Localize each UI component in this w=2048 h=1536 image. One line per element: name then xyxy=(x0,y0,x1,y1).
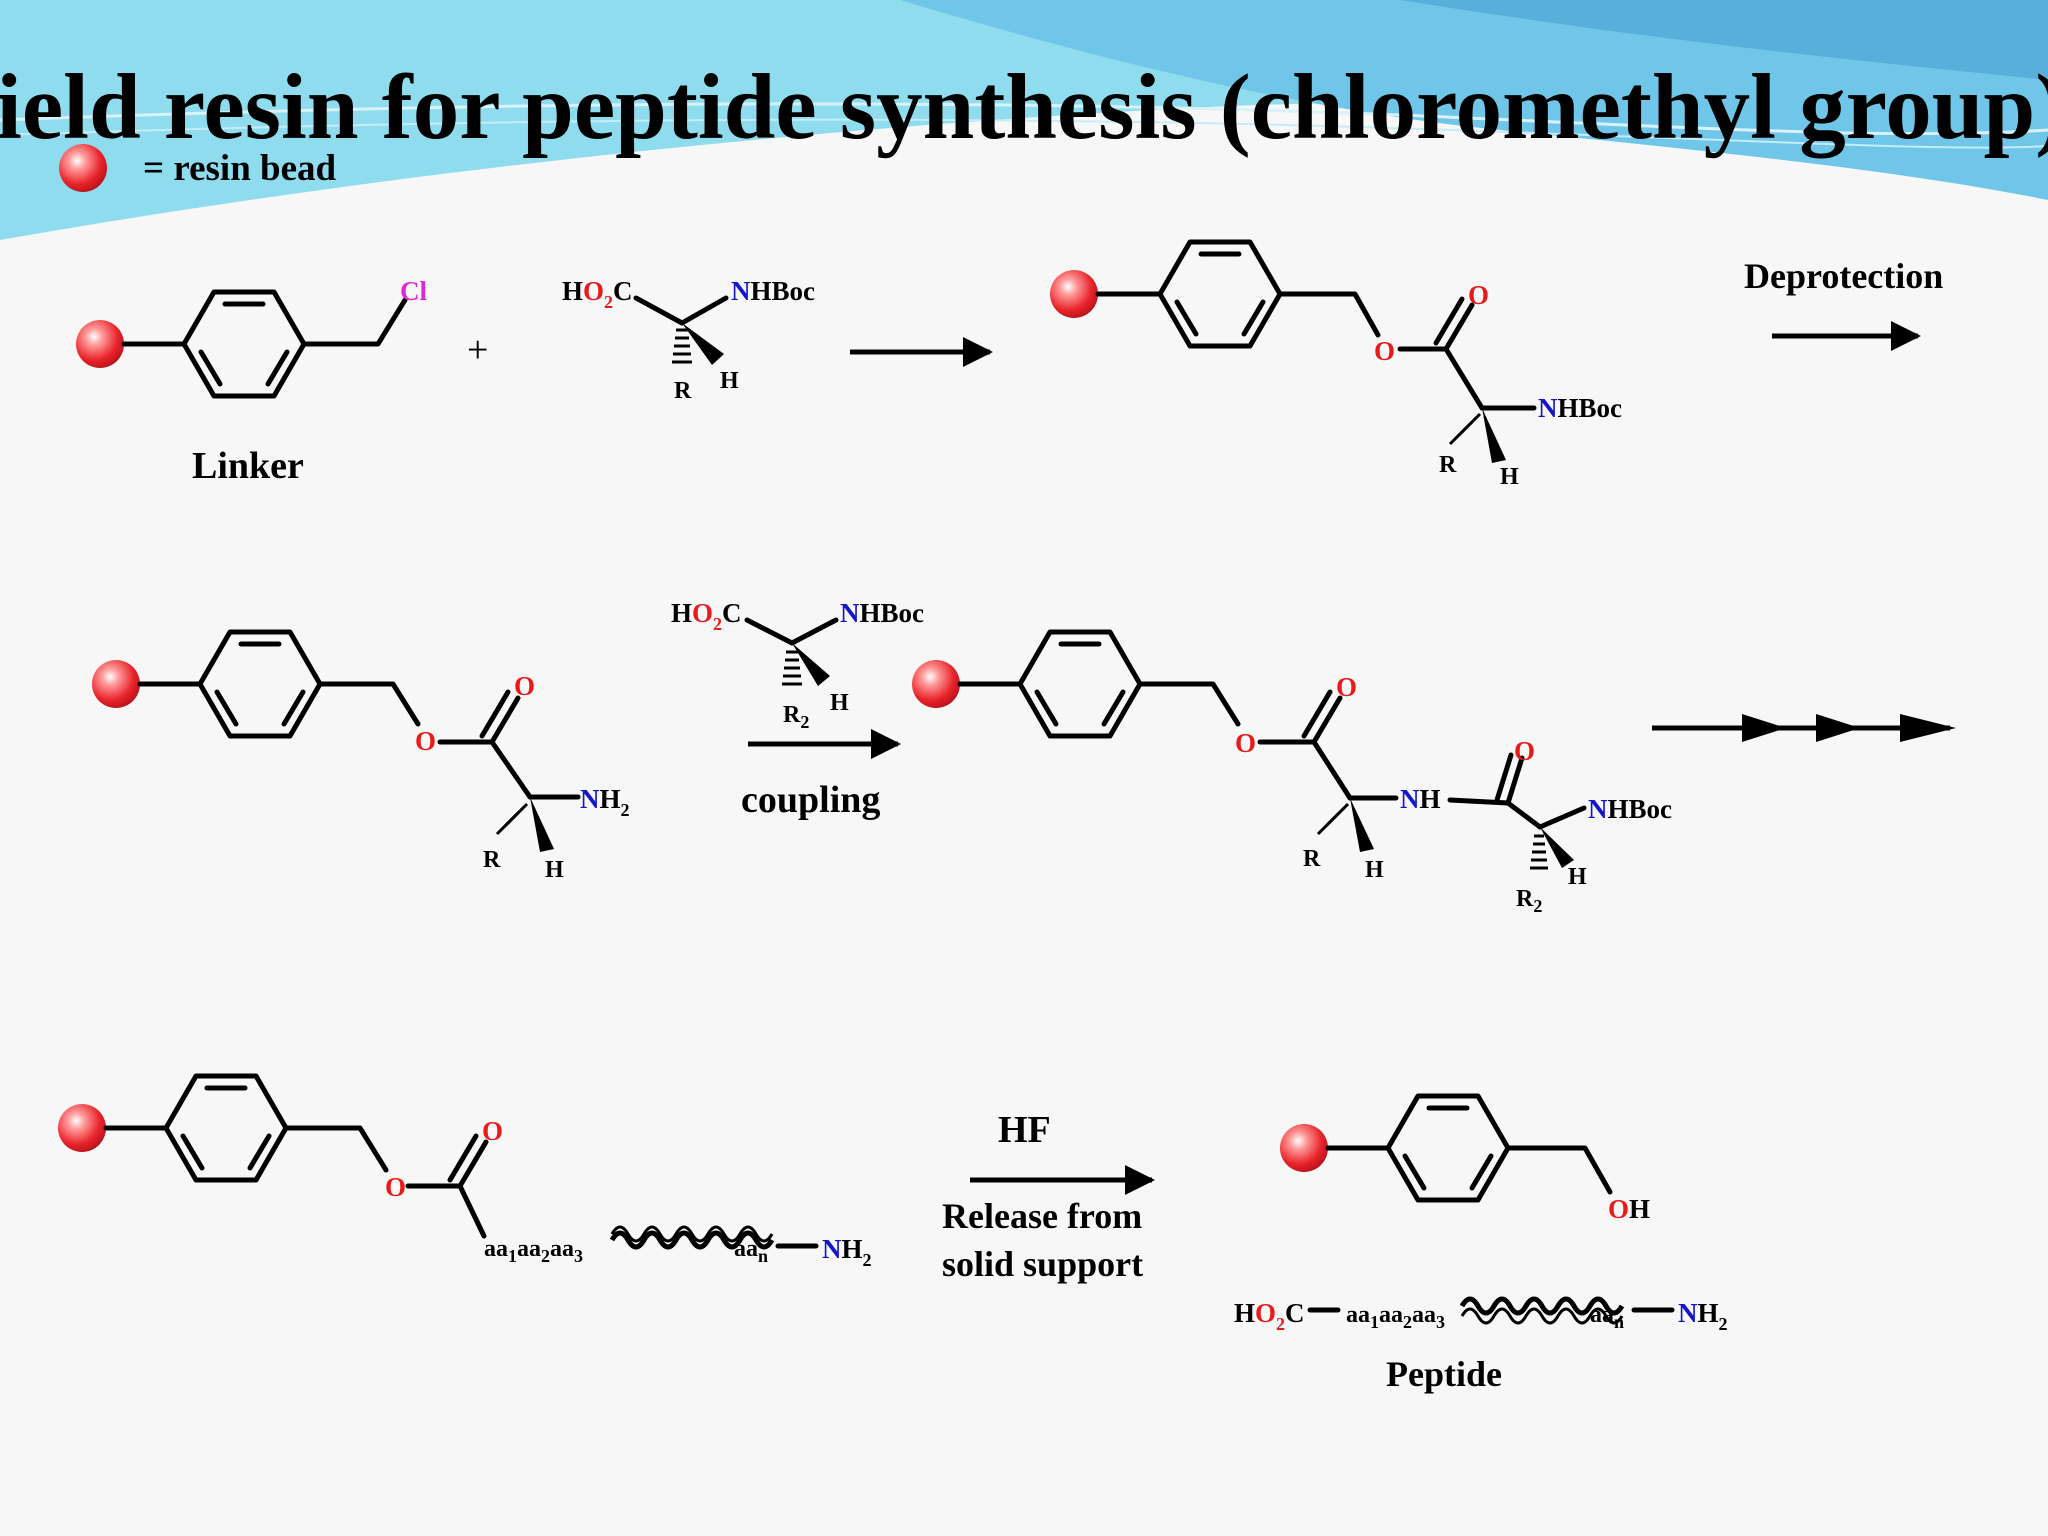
resin-bead-icon xyxy=(58,1104,106,1152)
legend: = resin bead xyxy=(59,144,337,192)
chain-end: aan xyxy=(734,1236,768,1266)
plus-sign: + xyxy=(467,329,488,371)
row1-product: O O NHBoc R H xyxy=(1050,242,1622,490)
release-label-line1: Release from xyxy=(942,1196,1142,1236)
hashed-wedge xyxy=(672,328,692,364)
resin-bead-icon xyxy=(1280,1124,1328,1172)
resin-bead-icon xyxy=(1050,270,1098,318)
hashed-wedge xyxy=(495,802,529,836)
row3-peptide-resin: O O aa1aa2aa3 aan NH2 xyxy=(58,1076,872,1270)
reagent-nhboc: NHBoc xyxy=(840,598,924,628)
peptide-chain-start: aa1aa2aa3 xyxy=(1346,1302,1445,1332)
hf-label: HF xyxy=(998,1109,1051,1151)
peptide-chain-end: aan xyxy=(1590,1302,1624,1332)
carbonyl-oxygen: O xyxy=(482,1116,503,1146)
resin-bead-icon xyxy=(76,320,124,368)
aa-r: R xyxy=(674,378,692,404)
aa-h: H xyxy=(720,368,739,394)
legend-text: = resin bead xyxy=(143,148,337,189)
ester-oxygen: O xyxy=(1235,728,1256,758)
header-wave-decoration xyxy=(0,0,2048,240)
product-h: H xyxy=(1500,464,1519,490)
amide-nh: NH xyxy=(1400,784,1441,814)
right-h2: H xyxy=(1568,864,1587,890)
ester-oxygen: O xyxy=(385,1172,406,1202)
left-h: H xyxy=(545,857,564,883)
ester-oxygen: O xyxy=(1374,336,1395,366)
chain-nh2: NH2 xyxy=(822,1234,872,1270)
resin-bead-icon xyxy=(92,660,140,708)
left-r: R xyxy=(483,847,501,873)
right-h: H xyxy=(1365,857,1384,883)
hashed-wedge xyxy=(1530,834,1548,870)
reagent-ho2c: HO2C xyxy=(671,598,742,634)
resin-bead-icon xyxy=(912,660,960,708)
slide-title: ield resin for peptide synthesis (chloro… xyxy=(0,56,2048,159)
deprotection-label: Deprotection xyxy=(1744,256,1943,296)
row3-released-resin: OH xyxy=(1280,1096,1650,1224)
carbonyl-oxygen: O xyxy=(1468,280,1489,310)
chlorine-atom: Cl xyxy=(400,276,427,306)
aa-nhboc: NHBoc xyxy=(731,276,815,306)
carbonyl-oxygen: O xyxy=(1336,672,1357,702)
aa-formula-ho2c: HO2C xyxy=(562,276,633,312)
cleavage-step: HF Release from solid support xyxy=(942,1109,1155,1284)
amine-nh2: NH2 xyxy=(580,784,630,820)
carbonyl-oxygen: O xyxy=(514,671,535,701)
hashed-wedge xyxy=(782,650,802,686)
row2-dipeptide-resin: O O NH R H O NHBoc R2 H xyxy=(912,632,1672,916)
peptide-chain-wave-icon xyxy=(1459,1296,1625,1316)
reagent-h: H xyxy=(830,690,849,716)
release-label-line2: solid support xyxy=(942,1244,1143,1284)
hashed-wedge xyxy=(1448,412,1482,446)
chain-wave-icon xyxy=(609,1230,775,1250)
product-r: R xyxy=(1439,452,1457,478)
product-nhboc: NHBoc xyxy=(1538,393,1622,423)
peptide-nh2: NH2 xyxy=(1678,1298,1728,1334)
row2-deprotected-resin: O O NH2 R H xyxy=(92,632,630,883)
peptide-label: Peptide xyxy=(1386,1354,1502,1394)
row2-coupling-reagent: HO2C NHBoc R2 H coupling xyxy=(671,598,924,821)
hydroxyl: OH xyxy=(1608,1194,1650,1224)
chain-start: aa1aa2aa3 xyxy=(484,1236,583,1266)
row1-linker: Cl Linker xyxy=(76,276,427,487)
row1-boc-amino-acid: HO2C NHBoc R H xyxy=(562,276,815,404)
hashed-wedge xyxy=(1316,802,1350,836)
released-peptide: HO2C aa1aa2aa3 aan NH2 Peptide xyxy=(1234,1296,1728,1394)
repeat-arrows xyxy=(1652,714,1956,742)
right-nhboc: NHBoc xyxy=(1588,794,1672,824)
right-r2: R2 xyxy=(1516,886,1542,916)
legend-resin-bead-icon xyxy=(59,144,107,192)
ester-oxygen: O xyxy=(415,726,436,756)
peptide-ho2c: HO2C xyxy=(1234,1298,1305,1334)
coupling-label: coupling xyxy=(741,779,880,821)
linker-label: Linker xyxy=(192,445,304,487)
reagent-r2: R2 xyxy=(783,702,809,732)
right-r: R xyxy=(1303,846,1321,872)
amide-carbonyl-oxygen: O xyxy=(1514,736,1535,766)
